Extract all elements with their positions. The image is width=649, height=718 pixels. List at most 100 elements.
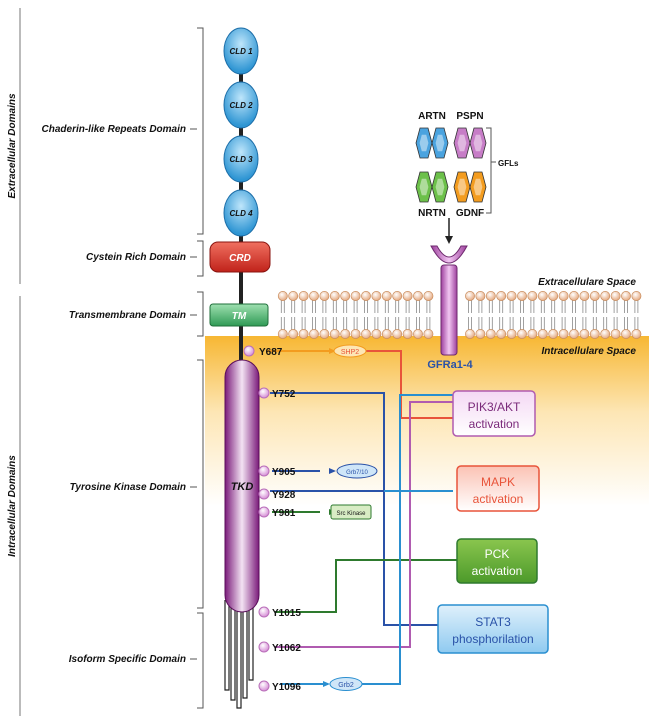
y981-label: Y981 bbox=[272, 508, 296, 519]
grb7-label: Grb7/10 bbox=[346, 470, 368, 476]
lipid-head bbox=[527, 291, 538, 301]
lipid-head bbox=[548, 291, 559, 301]
cld-2-label: CLD 2 bbox=[229, 101, 253, 110]
isoform-tails bbox=[224, 600, 254, 709]
lipid-head bbox=[329, 329, 340, 339]
cld-1-domain bbox=[223, 27, 259, 75]
pck-title: PCK bbox=[485, 547, 510, 561]
lipid-head bbox=[361, 291, 371, 301]
ligand-subunit-highlight bbox=[419, 134, 429, 152]
y1096-label: Y1096 bbox=[272, 682, 301, 693]
lipid-head bbox=[517, 329, 527, 339]
grb7-adaptor bbox=[336, 463, 378, 479]
extracellular-space-label: Extracellulare Space bbox=[538, 277, 636, 288]
lipid-head bbox=[485, 329, 496, 339]
lipid-head bbox=[340, 329, 351, 339]
tkd-label: TKD bbox=[231, 481, 254, 493]
pathway-pck: PCK activation bbox=[456, 538, 538, 584]
tyrosine-y928 bbox=[258, 488, 270, 500]
crd-domain bbox=[209, 241, 271, 273]
lipid-head bbox=[569, 329, 579, 339]
lipid-head bbox=[558, 329, 569, 339]
lipid-head bbox=[371, 291, 382, 301]
lipid-head bbox=[298, 291, 309, 301]
cadherin-domain-label: Chaderin-like Repeats Domain bbox=[42, 124, 186, 135]
grb2-adaptor bbox=[329, 677, 363, 691]
gfls-label: GFLs bbox=[498, 159, 519, 168]
lipid-head bbox=[402, 291, 413, 301]
artn-ligand bbox=[415, 127, 449, 159]
lipid-head bbox=[319, 329, 330, 339]
ligand-subunit bbox=[453, 127, 471, 159]
tyrosine-y981 bbox=[258, 506, 270, 518]
tyrosine-y687 bbox=[243, 345, 255, 357]
lipid-head bbox=[600, 329, 611, 339]
lipid-head bbox=[569, 291, 579, 301]
lipid-head bbox=[340, 291, 351, 301]
lipid-head bbox=[621, 291, 631, 301]
gfl-ligands bbox=[415, 127, 487, 203]
lipid-head bbox=[319, 291, 330, 301]
ligand-subunit bbox=[431, 127, 449, 159]
ligand-subunit bbox=[469, 171, 487, 203]
artn-label: ARTN bbox=[418, 111, 446, 122]
ligand-subunit bbox=[453, 171, 471, 203]
nrtn-label: NRTN bbox=[418, 208, 446, 219]
ligand-subunit-highlight bbox=[419, 178, 429, 196]
lipid-head bbox=[631, 329, 642, 339]
grb2-label: Grb2 bbox=[338, 682, 354, 689]
lipid-head bbox=[579, 329, 590, 339]
lipid-head bbox=[517, 291, 527, 301]
lipid-head bbox=[288, 329, 299, 339]
cld-4-label: CLD 4 bbox=[229, 209, 253, 218]
src-kinase-label: Src Kinase bbox=[336, 511, 366, 517]
pathway-pik3: PIK3/AKT activation bbox=[452, 390, 536, 437]
lipid-head bbox=[350, 329, 361, 339]
cadherin-repeats bbox=[223, 27, 259, 237]
lipid-head bbox=[579, 291, 590, 301]
tyrosine-y752 bbox=[258, 387, 270, 399]
transmembrane-domain-label: Transmembrane Domain bbox=[69, 310, 186, 321]
lipid-head bbox=[558, 291, 569, 301]
lipid-head bbox=[277, 329, 288, 339]
lipid-head bbox=[537, 291, 548, 301]
cld-3-domain bbox=[223, 135, 259, 183]
binding-arrowhead bbox=[445, 236, 453, 244]
ligand-subunit-highlight bbox=[473, 178, 483, 196]
ligand-subunit bbox=[415, 171, 433, 203]
ligand-subunit-highlight bbox=[473, 134, 483, 152]
lipid-head bbox=[309, 329, 319, 339]
ligand-subunit-highlight bbox=[435, 178, 445, 196]
lipid-head bbox=[589, 329, 600, 339]
lipid-head bbox=[277, 291, 288, 301]
lipid-head bbox=[329, 291, 340, 301]
lipid-head bbox=[485, 291, 496, 301]
cld-2-domain bbox=[223, 81, 259, 129]
lipid-head bbox=[423, 291, 434, 301]
crd-label: CRD bbox=[229, 253, 251, 264]
cld-4-domain bbox=[223, 189, 259, 237]
cld-3-label: CLD 3 bbox=[229, 155, 253, 164]
lipid-head bbox=[621, 329, 631, 339]
pck-sub: activation bbox=[472, 564, 523, 578]
lipid-head bbox=[527, 329, 538, 339]
intracellular-space-label: Intracellulare Space bbox=[542, 346, 637, 357]
pik3-title: PIK3/AKT bbox=[468, 400, 521, 414]
tk-domain-label: Tyrosine Kinase Domain bbox=[70, 482, 186, 493]
lipid-head bbox=[610, 329, 621, 339]
y905-label: Y905 bbox=[272, 467, 296, 478]
lipid-head bbox=[465, 329, 475, 339]
tyrosine-y1096 bbox=[258, 680, 270, 692]
cysteine-domain-label: Cystein Rich Domain bbox=[86, 252, 186, 263]
extracellular-domains-label: Extracellular Domains bbox=[7, 93, 18, 198]
lipid-head bbox=[475, 291, 486, 301]
ligand-subunit bbox=[431, 171, 449, 203]
shp2-adaptor bbox=[333, 344, 367, 358]
y928-label: Y928 bbox=[272, 490, 296, 501]
cytoplasm-background bbox=[205, 336, 649, 506]
lipid-head bbox=[371, 329, 382, 339]
stat3-title: STAT3 bbox=[475, 615, 511, 629]
lipid-head bbox=[506, 291, 517, 301]
cell-membrane bbox=[277, 291, 642, 339]
